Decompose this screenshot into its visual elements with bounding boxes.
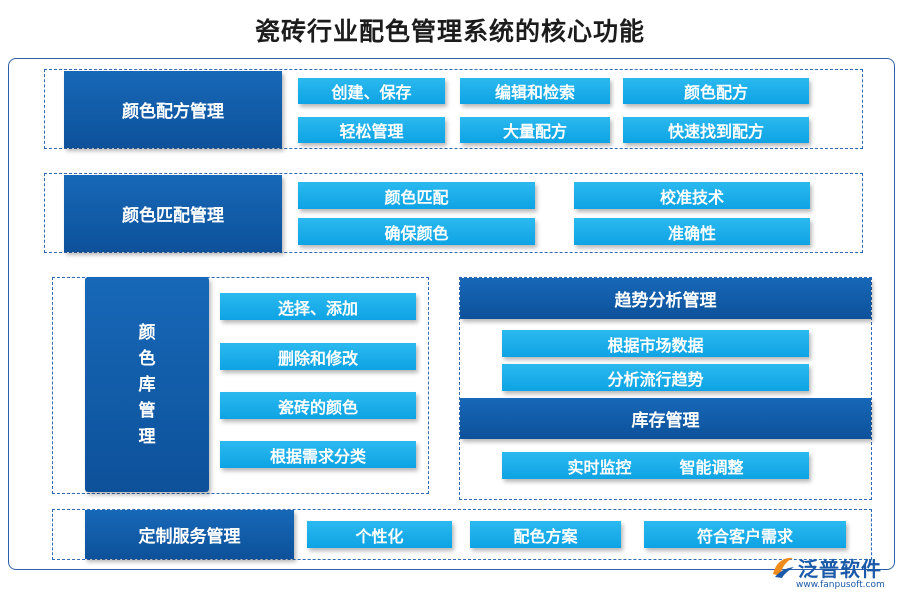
logo-url: www.fanpusoft.com	[796, 580, 885, 590]
library-header-char: 管	[138, 400, 156, 421]
trend-item: 分析流行趋势	[502, 364, 809, 391]
inventory-header-label: 库存管理	[631, 411, 700, 431]
formula-item: 大量配方	[460, 117, 610, 143]
library-section	[52, 277, 429, 494]
library-header-char: 色	[138, 348, 156, 369]
logo-mark-icon	[773, 557, 794, 578]
library-header-char: 理	[138, 426, 156, 447]
inventory-items: 实时监控 智能调整	[502, 452, 809, 479]
library-header-char: 颜	[138, 322, 156, 343]
formula-item: 轻松管理	[298, 117, 445, 143]
library-item: 删除和修改	[220, 343, 416, 370]
formula-header: 颜色配方管理	[64, 71, 282, 148]
library-header-char: 库	[138, 374, 156, 395]
diagram-frame	[8, 58, 895, 570]
logo-name: 泛普软件	[798, 557, 882, 581]
custom-item: 符合客户需求	[644, 521, 846, 548]
custom-item: 配色方案	[470, 521, 621, 548]
library-item: 选择、添加	[220, 293, 416, 320]
formula-item: 颜色配方	[623, 78, 809, 104]
inventory-item: 智能调整	[679, 457, 744, 477]
matching-item: 确保颜色	[298, 218, 535, 245]
library-item: 瓷砖的颜色	[220, 392, 416, 419]
trend-inventory-section	[459, 277, 872, 500]
formula-item: 编辑和检索	[460, 78, 610, 104]
library-item: 根据需求分类	[220, 441, 416, 468]
matching-header-label: 颜色匹配管理	[122, 206, 224, 226]
custom-header-label: 定制服务管理	[138, 527, 241, 547]
page-title: 瓷砖行业配色管理系统的核心功能	[254, 17, 645, 46]
library-header: 颜 色 库 管 理	[85, 277, 209, 492]
trend-header: 趋势分析管理	[460, 278, 871, 319]
brand-logo: 泛普软件 www.fanpusoft.com	[768, 552, 893, 594]
custom-section	[52, 509, 872, 560]
custom-item: 个性化	[307, 521, 452, 548]
inventory-header: 库存管理	[460, 398, 871, 439]
formula-header-label: 颜色配方管理	[122, 102, 224, 122]
trend-item: 根据市场数据	[502, 330, 809, 357]
inventory-item: 实时监控	[567, 457, 632, 477]
matching-item: 准确性	[574, 218, 810, 245]
formula-item: 快速找到配方	[623, 117, 809, 143]
matching-item: 校准技术	[574, 182, 810, 209]
formula-section	[44, 69, 863, 149]
matching-header: 颜色匹配管理	[64, 175, 282, 252]
trend-header-label: 趋势分析管理	[614, 291, 717, 311]
formula-item: 创建、保存	[298, 78, 445, 104]
matching-item: 颜色匹配	[298, 182, 535, 209]
custom-header: 定制服务管理	[85, 510, 294, 559]
matching-section	[44, 173, 863, 253]
